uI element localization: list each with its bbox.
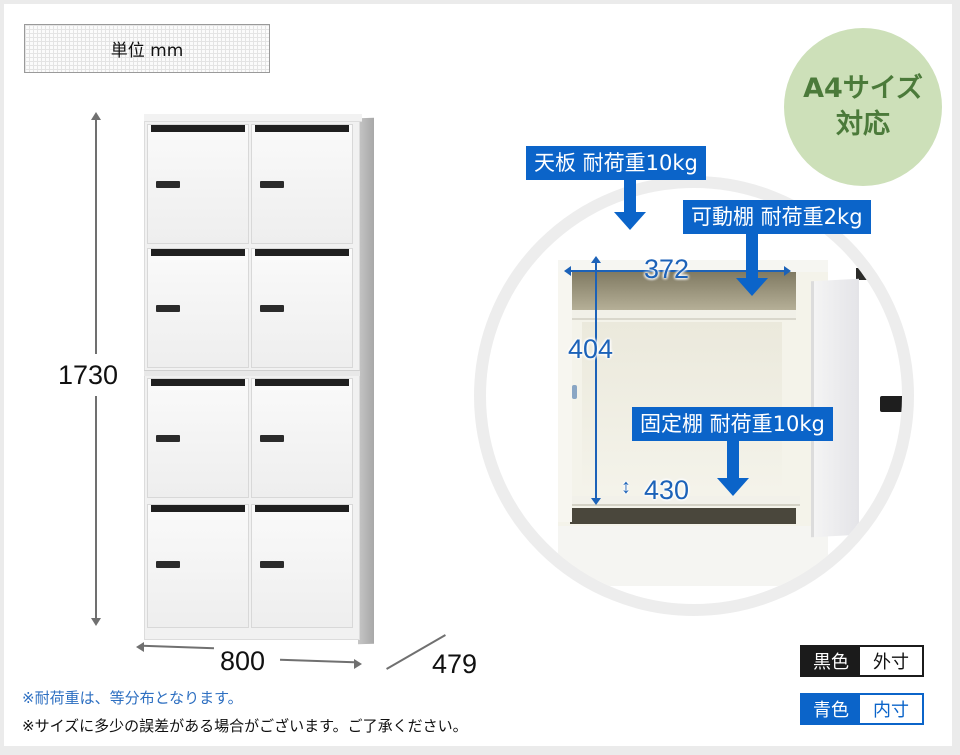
locker-cabinet-image [144, 114, 374, 645]
dimension-line [279, 658, 355, 664]
dial-lock-icon [260, 561, 284, 568]
legend-key-blue: 青色 [802, 695, 860, 723]
adjacent-door-slot [856, 268, 902, 280]
dimension-line [95, 118, 97, 354]
locker-door [251, 504, 353, 628]
locker-door [251, 248, 353, 368]
legend-value-inner: 内寸 [860, 695, 922, 723]
badge-line-2: 対応 [836, 109, 890, 140]
inner-height-value: 404 [568, 334, 614, 364]
arrow-left-icon [136, 642, 144, 652]
dial-lock-icon [156, 305, 180, 312]
dial-lock-icon [260, 181, 284, 188]
height-value: 1730 [58, 360, 119, 390]
arrow-right-icon [784, 266, 791, 276]
locker-door [147, 248, 249, 368]
arrow-right-icon [354, 659, 362, 669]
latch-icon [572, 385, 577, 399]
legend-inner-dimension: 青色 内寸 [800, 693, 924, 725]
movable-shelf-load-label: 可動棚 耐荷重2kg [683, 200, 871, 234]
unit-text: 単位 mm [110, 41, 184, 61]
dimension-line [95, 396, 97, 618]
badge-line-1: A4サイズ [803, 73, 923, 104]
arrow-down-icon [736, 278, 768, 296]
arrow-up-icon [91, 112, 101, 120]
locker-door [147, 378, 249, 498]
dimension-line [570, 270, 784, 272]
dial-lock-icon [156, 561, 180, 568]
width-value: 800 [220, 646, 266, 676]
product-dimension-sheet: 単位 mm A4サイズ 対応 1730 800 4 [4, 4, 952, 746]
fixed-shelf [568, 496, 800, 506]
locker-door [147, 124, 249, 244]
locker-door [251, 378, 353, 498]
arrow-down-icon [591, 498, 601, 505]
dial-lock-icon [156, 181, 180, 188]
locker-door [251, 124, 353, 244]
dial-lock-icon [156, 435, 180, 442]
arrow-shaft [727, 441, 739, 479]
dimension-line [141, 644, 215, 650]
size-tolerance-note: ※サイズに多少の誤差がある場合がございます。ご了承ください。 [22, 717, 468, 735]
legend-outer-dimension: 黒色 外寸 [800, 645, 924, 677]
side-panel [558, 272, 572, 522]
dial-lock-icon [260, 435, 284, 442]
arrow-down-icon [91, 618, 101, 626]
door-slot [570, 508, 796, 524]
arrow-shaft [746, 234, 758, 280]
fixed-shelf-load-label: 固定棚 耐荷重10kg [632, 407, 833, 441]
inner-width-value: 372 [644, 254, 690, 284]
pitch-arrow-icon: ↕ [621, 476, 631, 498]
unit-label: 単位 mm [24, 24, 270, 73]
movable-shelf [570, 310, 796, 320]
lower-door [558, 526, 828, 586]
dial-lock-icon [260, 305, 284, 312]
legend-value-outer: 外寸 [860, 647, 922, 675]
load-note: ※耐荷重は、等分布となります。 [22, 689, 243, 707]
a4-compatible-badge: A4サイズ 対応 [784, 28, 942, 186]
shelf-pitch-value: 430 [644, 475, 690, 505]
depth-value: 479 [432, 649, 478, 679]
cabinet-side [358, 117, 374, 645]
legend-key-black: 黒色 [802, 647, 860, 675]
arrow-down-icon [614, 212, 646, 230]
interior-detail-image [474, 176, 914, 616]
top-board [558, 260, 828, 272]
locker-door [147, 504, 249, 628]
dial-lock-icon [880, 396, 902, 412]
arrow-shaft [624, 180, 636, 214]
arrow-down-icon [717, 478, 749, 496]
cabinet-top [144, 114, 362, 122]
arrow-left-icon [564, 266, 571, 276]
cabinet-joint [144, 370, 360, 376]
top-board-load-label: 天板 耐荷重10kg [526, 146, 706, 180]
arrow-up-icon [591, 256, 601, 263]
dimension-line [595, 262, 597, 498]
